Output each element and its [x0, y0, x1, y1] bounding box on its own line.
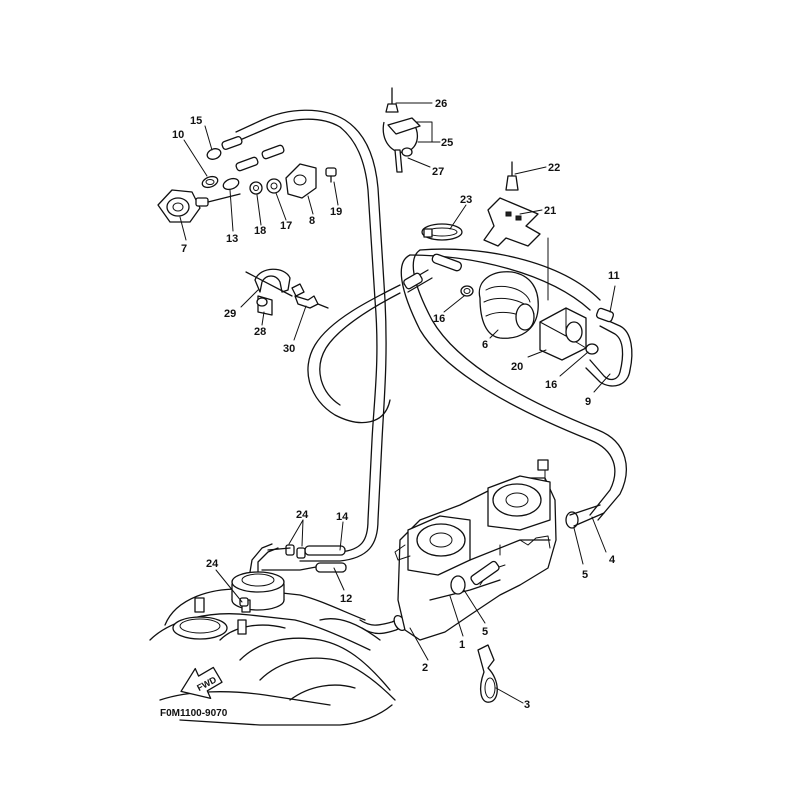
callout-9: 9: [585, 396, 591, 408]
clamp-assembly-28-29-30: [245, 268, 329, 316]
callout-30: 30: [283, 343, 295, 355]
callout-5-left: 5: [482, 626, 488, 638]
fuel-pump-assembly: [231, 543, 285, 613]
leader-lines: [179, 102, 616, 704]
callout-7: 7: [181, 243, 187, 255]
callout-28: 28: [254, 326, 266, 338]
callout-19: 19: [330, 206, 342, 218]
grommet-17: [266, 178, 282, 194]
callout-20: 20: [511, 361, 523, 373]
callout-16-upper: 16: [433, 313, 445, 325]
clip-3: [477, 644, 498, 703]
bolt-19: [325, 167, 337, 183]
hose-12-14: [221, 109, 387, 573]
clamp-23: [421, 223, 463, 241]
callout-labels: 26 25 27 22 21 23 15 10 7 13 18 17 8 19 …: [172, 98, 620, 711]
clamp-10: [201, 175, 219, 189]
callout-5-right: 5: [582, 569, 588, 581]
callout-18: 18: [254, 225, 266, 237]
callout-4: 4: [609, 554, 616, 566]
check-valve-7: [157, 189, 241, 223]
callout-27: 27: [432, 166, 444, 178]
callout-8: 8: [309, 215, 315, 227]
callout-16-lower: 16: [545, 379, 557, 391]
callout-2: 2: [422, 662, 428, 674]
callout-14: 14: [336, 511, 349, 523]
clamps-24: [239, 544, 306, 607]
clamp-13: [222, 177, 240, 191]
callout-21: 21: [544, 205, 556, 217]
filler-neck: [172, 597, 247, 640]
callout-24-lower: 24: [206, 558, 219, 570]
callout-23: 23: [460, 194, 472, 206]
callout-3: 3: [524, 699, 530, 711]
callout-29: 29: [224, 308, 236, 320]
drawing-code: F0M1100-9070: [160, 708, 228, 719]
callout-1: 1: [459, 639, 465, 651]
cover-20: [539, 307, 587, 361]
callout-22: 22: [548, 162, 560, 174]
callout-13: 13: [226, 233, 238, 245]
boot-6: [478, 271, 539, 339]
bracket-21-22: [483, 161, 549, 301]
washer-18: [249, 181, 263, 195]
callout-6: 6: [482, 339, 488, 351]
callout-12: 12: [340, 593, 352, 605]
callout-17: 17: [280, 220, 292, 232]
callout-11: 11: [608, 270, 620, 282]
bracket-25-26-27: [382, 87, 421, 173]
clamps-16: [460, 285, 599, 355]
hose-11: [585, 307, 633, 387]
callout-26: 26: [435, 98, 447, 110]
forward-arrow: FWD: [180, 666, 223, 700]
callout-25: 25: [441, 137, 453, 149]
callout-24-upper: 24: [296, 509, 309, 521]
cover-8: [285, 163, 317, 199]
callout-10: 10: [172, 129, 184, 141]
clamp-15: [206, 148, 222, 160]
hose-stub-top: [403, 253, 462, 293]
callout-15: 15: [190, 115, 202, 127]
throttle-body-assembly: [394, 459, 605, 641]
hull-outline: [149, 588, 396, 726]
